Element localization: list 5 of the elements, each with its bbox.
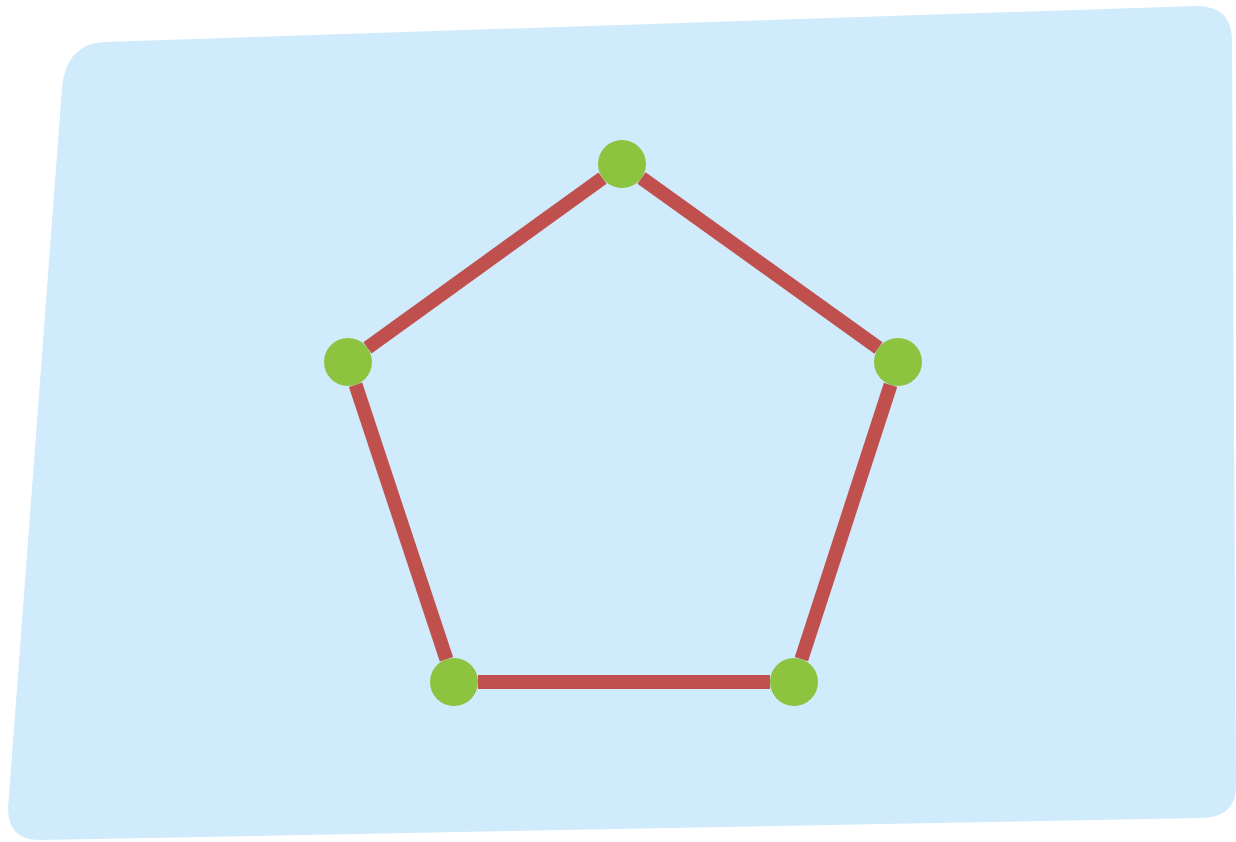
connector-line: [348, 382, 454, 662]
connector-line: [363, 172, 607, 354]
connector-line: [478, 675, 770, 689]
connector-line: [637, 172, 883, 354]
connector-line: [794, 382, 898, 662]
